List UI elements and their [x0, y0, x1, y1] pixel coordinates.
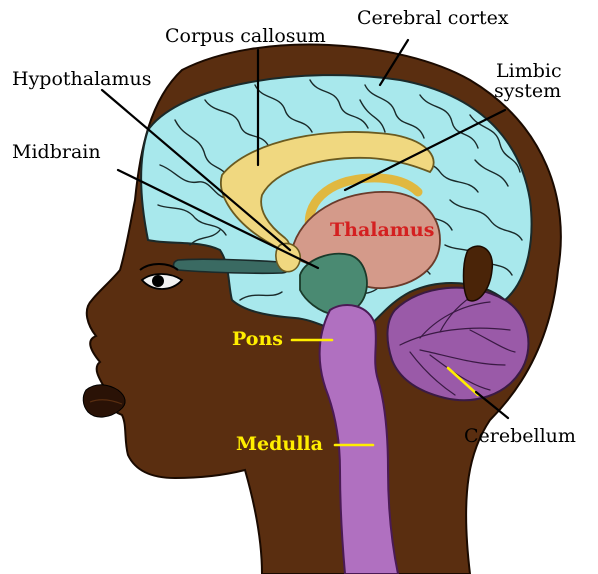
label-limbic-line2: system [494, 80, 561, 102]
label-cerebral-cortex: Cerebral cortex [357, 7, 509, 29]
label-limbic-line1: Limbic [496, 60, 562, 82]
label-hypothalamus: Hypothalamus [12, 68, 152, 90]
label-corpus-callosum: Corpus callosum [165, 25, 326, 47]
label-thalamus: Thalamus [330, 219, 434, 241]
label-medulla: Medulla [236, 433, 323, 455]
label-midbrain: Midbrain [12, 141, 101, 163]
label-cerebellum: Cerebellum [464, 425, 576, 447]
label-pons: Pons [232, 328, 283, 350]
olfactory-tract [174, 259, 289, 273]
